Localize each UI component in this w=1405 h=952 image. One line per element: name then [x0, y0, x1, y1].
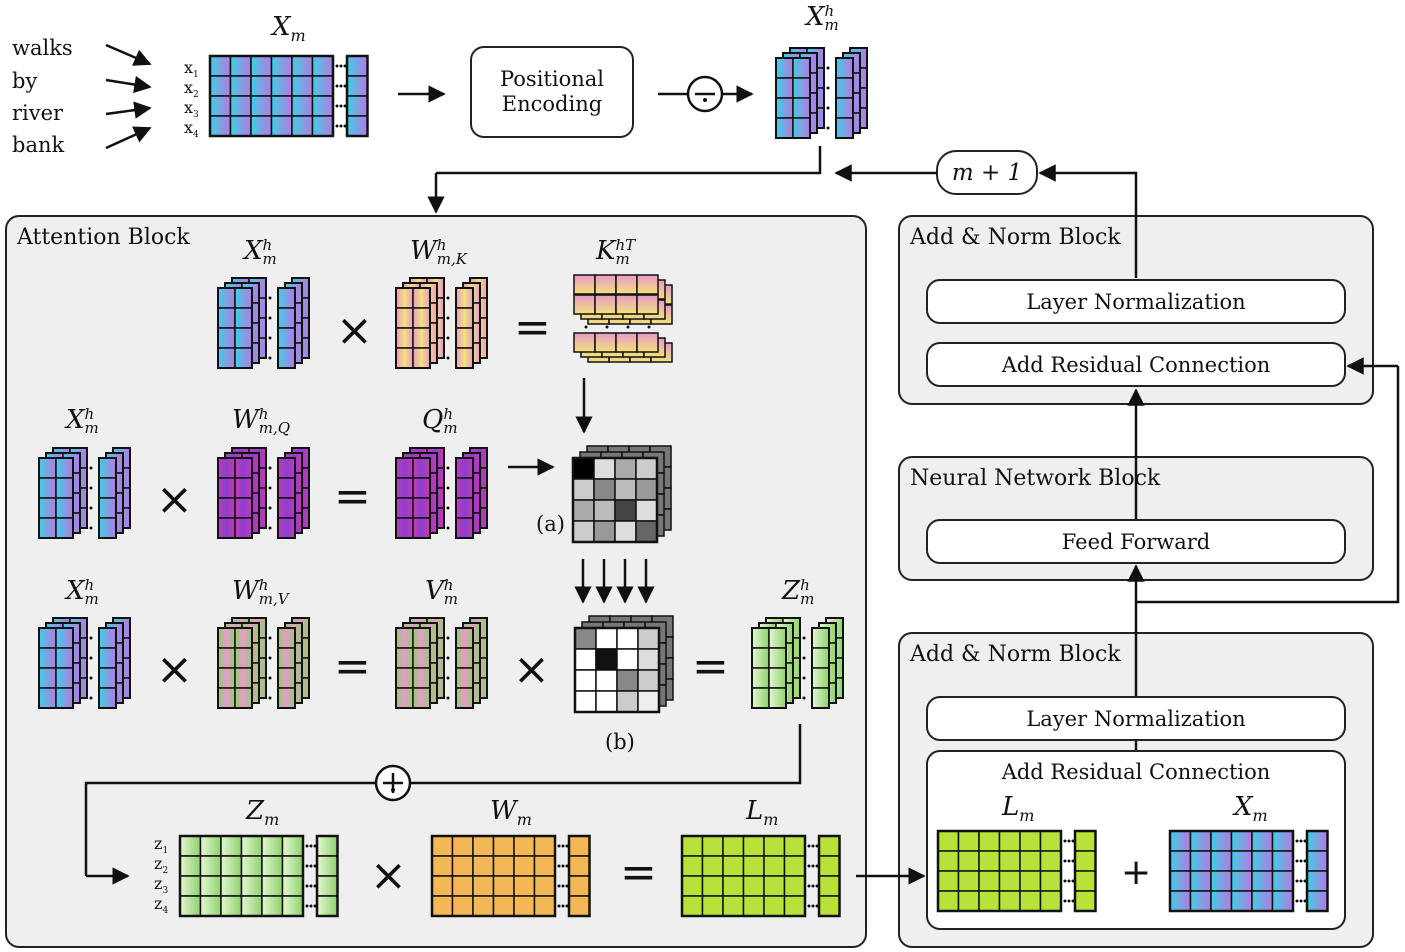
label-Xm-top: Xm: [272, 12, 306, 46]
token-label-1: x1: [184, 58, 199, 81]
label-Xm-residual: Xm: [1234, 792, 1268, 826]
equals-sign-5: =: [620, 847, 657, 898]
heads-to-attention-line: [436, 146, 822, 175]
lm-matrix: [680, 834, 841, 918]
word-arrow-2: [105, 75, 152, 94]
equals-sign-2: =: [334, 471, 371, 522]
equals-sign-3: =: [334, 641, 371, 692]
token-label-4: x4: [184, 118, 199, 141]
top-add-residual-connection: Add Residual Connection: [926, 342, 1346, 387]
top-add-residual-label: Add Residual Connection: [1001, 352, 1271, 377]
attention-block-title: Attention Block: [17, 225, 190, 250]
concat-line-right: [398, 724, 802, 785]
wmv-tensor: [217, 617, 310, 709]
label-Wm: Wm: [490, 796, 532, 830]
residual-lm-matrix: [936, 829, 1097, 913]
token-label-2: x2: [184, 78, 199, 101]
token-label-3: x3: [184, 98, 199, 121]
zm-matrix: [178, 834, 339, 918]
feed-forward-label: Feed Forward: [1061, 529, 1211, 554]
input-embedding-matrix: [208, 54, 369, 138]
times-sign-2: ×: [156, 474, 193, 525]
times-sign-4: ×: [513, 644, 550, 695]
bottom-add-residual-label: Add Residual Connection: [1001, 760, 1271, 784]
label-Zm: Zm: [246, 796, 280, 830]
input-word-2: by: [12, 69, 38, 93]
label-Lm: Lm: [746, 796, 779, 830]
query-tensor: [395, 447, 488, 539]
label-Lm-residual: Lm: [1002, 792, 1035, 826]
z-label-2: z2: [154, 854, 169, 877]
word-arrow-3: [105, 101, 152, 119]
equals-sign-1: =: [514, 302, 551, 353]
xmh-value-input: [38, 617, 131, 709]
wmk-tensor: [395, 277, 488, 369]
value-tensor: [395, 617, 488, 709]
xmh-query-input: [38, 447, 131, 539]
concat-line-left: [84, 781, 376, 876]
input-word-1: walks: [12, 36, 73, 60]
positional-encoding: Positional Encoding: [470, 46, 634, 138]
attention-weights-b: [573, 615, 674, 714]
wmq-tensor: [217, 447, 310, 539]
top-layer-normalization: Layer Normalization: [926, 279, 1346, 324]
feed-forward: Feed Forward: [926, 519, 1346, 564]
z-label-3: z3: [154, 874, 169, 897]
skip-connection-line: [1136, 366, 1400, 604]
times-sign-3: ×: [156, 644, 193, 695]
word-arrow-1: [105, 43, 152, 66]
z-label-1: z1: [154, 834, 169, 857]
loop-counter-label: m + 1: [951, 159, 1023, 186]
residual-xm-matrix: [1168, 829, 1329, 913]
attention-scores-a: [571, 445, 672, 544]
nn-block-title: Neural Network Block: [910, 466, 1161, 491]
to-loop-label-line: [1038, 164, 1138, 278]
word-arrow-4: [105, 126, 152, 150]
bottom-layer-normalization: Layer Normalization: [926, 696, 1346, 741]
label-b: (b): [605, 730, 635, 754]
input-word-4: bank: [12, 133, 65, 157]
head-output-tensor: [751, 617, 844, 709]
pe-line2: Encoding: [501, 92, 603, 116]
times-sign-1: ×: [336, 305, 373, 356]
times-sign-5: ×: [370, 850, 407, 901]
elementwise-op: [686, 75, 724, 113]
input-word-3: river: [12, 101, 64, 125]
top-add-norm-title: Add & Norm Block: [910, 225, 1121, 250]
loop-counter: m + 1: [936, 150, 1038, 195]
z-label-4: z4: [154, 894, 169, 917]
concat-op: [374, 764, 412, 802]
bottom-add-norm-title: Add & Norm Block: [910, 642, 1121, 667]
label-a: (a): [536, 512, 565, 536]
wm-matrix: [430, 834, 591, 918]
xmh-key-input: [217, 277, 310, 369]
top-layer-norm-label: Layer Normalization: [1026, 289, 1246, 314]
bottom-layer-norm-label: Layer Normalization: [1026, 706, 1246, 731]
equals-sign-4: =: [692, 641, 729, 692]
key-transpose-tensor: [573, 274, 673, 363]
pe-line1: Positional: [500, 67, 604, 91]
plus-sign: +: [1121, 852, 1152, 893]
split-heads-tensor: [775, 47, 868, 139]
